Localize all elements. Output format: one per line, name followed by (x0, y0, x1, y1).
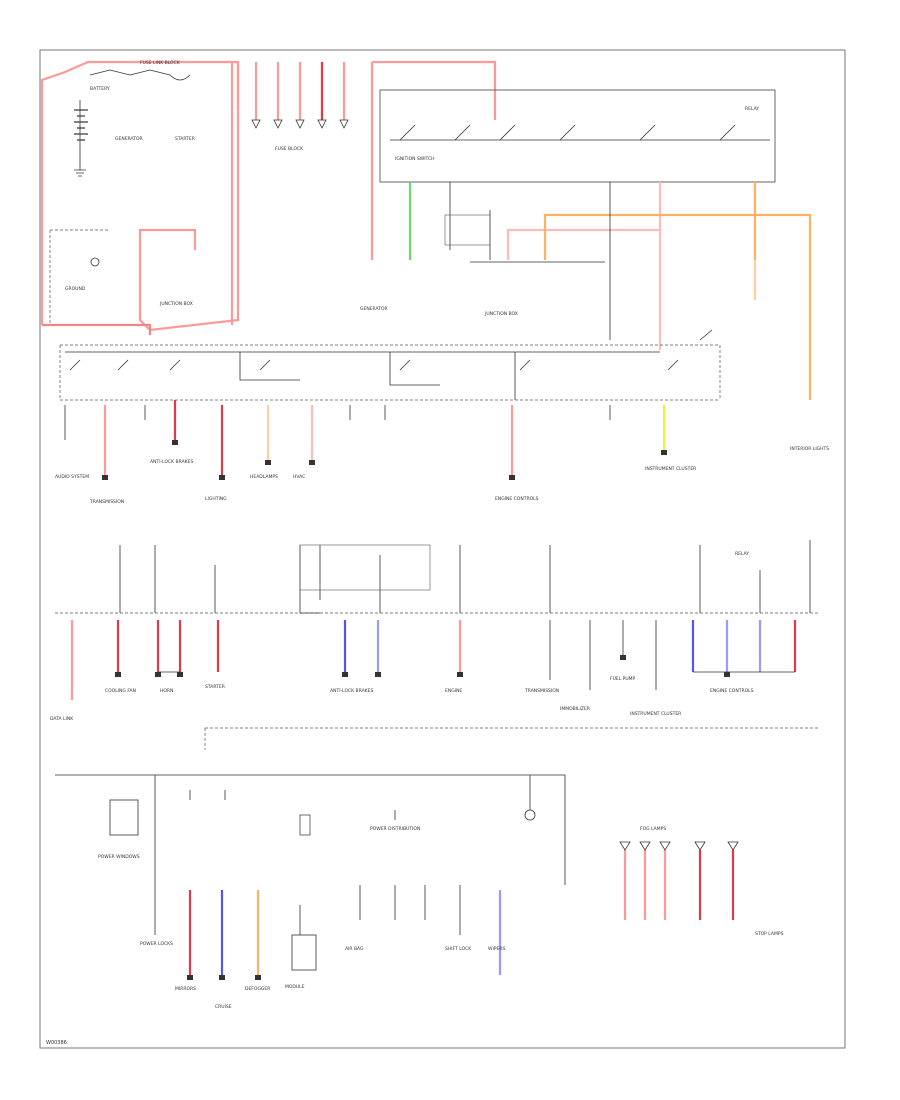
transmission-label: TRANSMISSION (89, 499, 124, 505)
bus-row-2: DATA LINK COOLING FAN HORN STARTER ANTI-… (50, 540, 820, 722)
generator-module-label: GENERATOR (360, 306, 388, 312)
ground-point-2-icon (524, 809, 536, 821)
ground-point-icon (90, 257, 100, 267)
left-dashed-box (49, 229, 110, 325)
module-box-1 (109, 799, 139, 836)
battery-label: BATTERY (90, 86, 110, 92)
ignition-switch-contacts (390, 124, 770, 141)
relay-label: RELAY (745, 106, 759, 112)
fuse-bank-bottom-right: FOG LAMPS STOP LAMPS (619, 826, 784, 937)
power-windows-label: POWER WINDOWS (98, 854, 140, 860)
horn-label: HORN (160, 688, 173, 694)
engine-controls-2-label: ENGINE CONTROLS (710, 688, 754, 694)
transmission-2-label: TRANSMISSION (524, 688, 559, 694)
anti-lock-label: ANTI-LOCK BRAKES (150, 459, 193, 465)
stop-lamps-label: STOP LAMPS (755, 931, 784, 937)
generator-label: GENERATOR (115, 136, 143, 142)
cruise-label: CRUISE (215, 1004, 232, 1010)
ground-label: GROUND (65, 286, 86, 292)
control-wires (449, 182, 611, 340)
instrument-cluster-2-label: INSTRUMENT CLUSTER (630, 711, 681, 717)
headlamps-label: HEADLAMPS (250, 474, 278, 480)
interior-lights-label: INTERIOR LIGHTS (790, 446, 829, 452)
engine-controls-label: ENGINE CONTROLS (495, 496, 539, 502)
module-label: MODULE (285, 984, 305, 990)
ignition-switch-label: IGNITION SWITCH (395, 156, 435, 162)
top-section: BATTERY GENERATOR STARTER FUSE LINK BLOC… (40, 60, 812, 400)
battery-symbol (74, 100, 88, 177)
fog-lamps-label: FOG LAMPS (640, 826, 666, 832)
anti-lock-2-label: ANTI-LOCK BRAKES (330, 688, 373, 694)
lighting-label: LIGHTING (205, 496, 227, 502)
relay-box (444, 214, 491, 246)
fuel-pump-label: FUEL PUMP (610, 676, 636, 682)
ignition-feed-wire (370, 60, 497, 260)
data-link-label: DATA LINK (50, 716, 74, 722)
air-bag-label: AIR BAG (345, 946, 364, 952)
immobilizer-label: IMMOBILIZER (560, 706, 590, 712)
pink-run-wire (506, 182, 662, 350)
mirrors-label: MIRRORS (175, 986, 196, 992)
fuse-block-label: FUSE BLOCK (275, 146, 304, 152)
junction-box-label: JUNCTION BOX (159, 301, 193, 307)
module-box-2 (291, 934, 317, 971)
battery-main-wire (42, 323, 152, 335)
footer-code: W00386 (46, 1040, 67, 1046)
defogger-label: DEFOGGER (245, 986, 270, 992)
cooling-fan-label: COOLING FAN (105, 688, 136, 694)
bus-row-3: POWER WINDOWS POWER DISTRIBUTION POWER L… (55, 727, 820, 1010)
relay-box-2 (299, 544, 431, 591)
engine-label: ENGINE (445, 688, 462, 694)
power-locks-label: POWER LOCKS (140, 941, 173, 947)
fuse-link-block-label: FUSE LINK BLOCK (140, 60, 181, 66)
ignition-switch-box (379, 89, 776, 183)
fusible-link (89, 69, 191, 81)
orange-wire (543, 182, 812, 400)
hvac-label: HVAC (293, 474, 305, 480)
shift-lock-label: SHIFT LOCK (445, 946, 472, 952)
relay-coil (299, 814, 311, 836)
generator-feed-wire (230, 62, 240, 325)
starter-label: STARTER (175, 136, 195, 142)
bus-row-1: AUDIO SYSTEM TRANSMISSION ANTI-LOCK BRAK… (55, 329, 829, 505)
relay-2-label: RELAY (735, 551, 749, 557)
instrument-cluster-label: INSTRUMENT CLUSTER (645, 466, 696, 472)
starter-2-label: STARTER (205, 684, 225, 690)
diagram-frame (39, 49, 846, 1049)
power-distribution-label: POWER DISTRIBUTION (370, 826, 420, 832)
audio-system-label: AUDIO SYSTEM (55, 474, 89, 480)
wipers-label: WIPERS (488, 946, 505, 952)
junction-box-right-label: JUNCTION BOX (484, 311, 518, 317)
fuse-block-top: FUSE BLOCK (251, 62, 349, 152)
